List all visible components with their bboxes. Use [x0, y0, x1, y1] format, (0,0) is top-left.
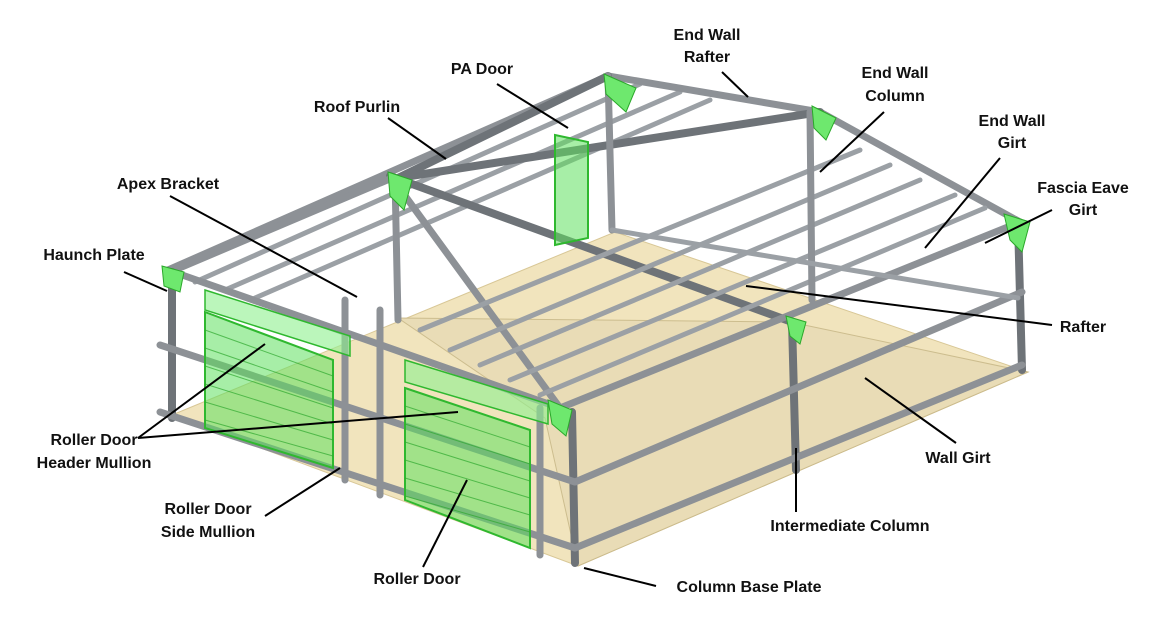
leader-end-wall-column [819, 111, 885, 173]
leader-roof-purlin [387, 117, 447, 160]
label-roller-door-side-mullion-line1: Roller Door [164, 501, 251, 518]
leader-pa-door [496, 83, 569, 129]
bracket-plates [161, 73, 1031, 437]
label-roller-door-header-mullion-line1: Roller Door [50, 432, 137, 449]
label-fascia-eave-girt-line1: Fascia Eave [1037, 180, 1129, 197]
label-end-wall-rafter-line2: Rafter [684, 49, 730, 66]
label-roller-door: Roller Door [373, 571, 460, 588]
label-end-wall-column-line1: End Wall [862, 65, 929, 82]
label-fascia-eave-girt-line2: Girt [1069, 202, 1098, 219]
label-apex-bracket: Apex Bracket [117, 176, 220, 193]
leader-wall-girt [864, 377, 957, 444]
labels: End Wall Rafter PA Door End Wall Column … [37, 27, 1129, 596]
label-end-wall-rafter-line1: End Wall [674, 27, 741, 44]
leader-fascia-eave-girt [984, 209, 1053, 244]
leader-header-mullion-2 [137, 411, 459, 439]
leader-haunch-plate [123, 271, 168, 292]
leader-header-mullion-1 [137, 343, 266, 439]
leader-roller-door [422, 479, 468, 568]
pa-door-panel [554, 133, 589, 247]
label-roller-door-side-mullion-line2: Side Mullion [161, 524, 255, 541]
roller-door-right [404, 386, 531, 550]
label-wall-girt: Wall Girt [925, 450, 991, 467]
leader-end-wall-rafter [721, 71, 749, 98]
label-roof-purlin: Roof Purlin [314, 99, 400, 116]
leader-column-base-plate [583, 567, 657, 587]
label-haunch-plate: Haunch Plate [43, 247, 144, 264]
label-end-wall-girt-line2: Girt [998, 135, 1027, 152]
label-pa-door: PA Door [451, 61, 513, 78]
leader-lines [123, 71, 1053, 587]
leader-side-mullion [264, 467, 341, 517]
leader-apex-bracket [169, 195, 358, 298]
label-end-wall-column-line2: Column [865, 88, 925, 105]
roller-door-drum-right [404, 358, 549, 426]
leader-end-wall-girt [924, 157, 1001, 249]
roller-door-drum-left [204, 288, 351, 358]
label-roller-door-header-mullion-line2: Header Mullion [37, 455, 152, 472]
label-rafter: Rafter [1060, 319, 1106, 336]
label-intermediate-column: Intermediate Column [770, 518, 929, 535]
leader-rafter [745, 285, 1053, 326]
label-end-wall-girt-line1: End Wall [979, 113, 1046, 130]
label-column-base-plate: Column Base Plate [677, 579, 822, 596]
